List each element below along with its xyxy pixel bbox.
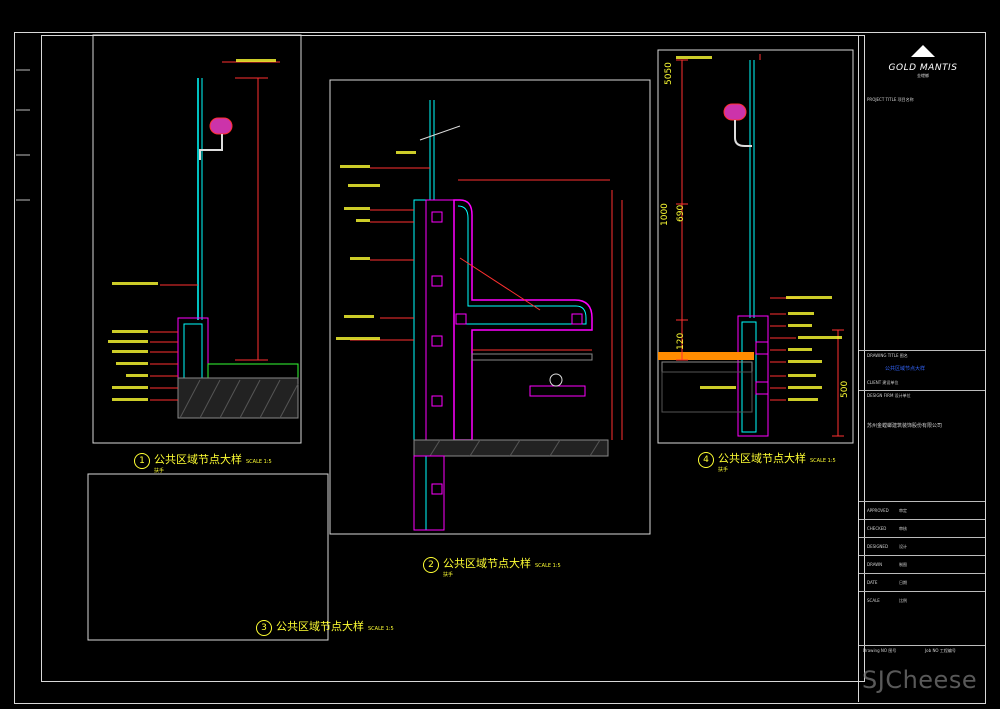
detail-4-dim-120: 120 — [676, 332, 686, 350]
detail-2-note: 扶手 — [443, 572, 454, 578]
margin-ticks — [16, 69, 30, 201]
detail-4-frame — [657, 49, 854, 444]
detail-3-scale: SCALE 1:5 — [368, 626, 394, 632]
detail-4-number: 4 — [698, 452, 714, 468]
design-firm-label: DESIGN FIRM 设计单位 — [867, 393, 911, 398]
detail-4-dim-5050: 5050 — [664, 62, 674, 85]
detail-3-title: 公共区域节点大样 — [276, 620, 364, 633]
sheet-outer-border — [14, 32, 986, 704]
detail-4-title: 公共区域节点大样 — [718, 452, 806, 465]
detail-4-dim-690: 690 — [676, 204, 686, 222]
watermark: SJCheese — [862, 666, 978, 694]
detail-4-drawing — [658, 54, 844, 437]
left-margin-strip — [14, 35, 42, 680]
detail-2-caption: 2 公共区域节点大样 SCALE 1:5 扶手 — [423, 555, 561, 578]
client-label: CLIENT 建设单位 — [867, 380, 899, 385]
company-logo: GOLD MANTIS 金螳螂 — [883, 43, 963, 79]
mantis-logo-icon — [911, 45, 935, 57]
logo-text: GOLD MANTIS — [888, 63, 958, 73]
detail-1-number: 1 — [134, 453, 150, 469]
detail-3-caption: 3 公共区域节点大样 SCALE 1:5 — [256, 618, 394, 636]
detail-2-drawing — [336, 100, 623, 531]
detail-2-scale: SCALE 1:5 — [535, 563, 561, 569]
detail-1-note: 扶手 — [154, 468, 165, 474]
detail-4-scale: SCALE 1:5 — [810, 458, 836, 464]
detail-4-caption: 4 公共区域节点大样 SCALE 1:5 扶手 — [698, 450, 836, 473]
job-number-label: Job NO 工程编号 — [925, 648, 956, 653]
detail-1-caption: 1 公共区域节点大样 SCALE 1:5 扶手 — [134, 451, 272, 474]
detail-2-frame — [329, 79, 651, 535]
project-title-label: PROJECT TITLE 项目名称 — [867, 97, 914, 102]
detail-4-dim-500: 500 — [840, 380, 850, 398]
title-block-divider-3 — [859, 645, 985, 646]
drawing-title-value: 公共区域节点大样 — [885, 366, 926, 372]
title-block-divider-2 — [859, 390, 985, 391]
detail-2-number: 2 — [423, 557, 439, 573]
title-block: GOLD MANTIS 金螳螂 PROJECT TITLE 项目名称 DRAWI… — [858, 35, 985, 702]
detail-3-frame — [87, 473, 329, 641]
detail-3-number: 3 — [256, 620, 272, 636]
detail-2-title: 公共区域节点大样 — [443, 557, 531, 570]
title-block-divider-1 — [859, 350, 985, 351]
drawing-number-label: Drawing NO 图号 — [863, 648, 897, 653]
detail-4-note: 扶手 — [718, 467, 729, 473]
design-firm-name: 苏州金螳螂建筑装饰股份有限公司 — [867, 423, 943, 429]
detail-4-dim-1000: 1000 — [660, 203, 670, 226]
detail-1-drawing — [108, 59, 299, 419]
drawing-title-label: DRAWING TITLE 图名 — [867, 353, 908, 358]
detail-1-frame — [92, 34, 302, 444]
logo-subtext: 金螳螂 — [917, 73, 929, 78]
detail-1-scale: SCALE 1:5 — [246, 459, 272, 465]
detail-1-title: 公共区域节点大样 — [154, 453, 242, 466]
